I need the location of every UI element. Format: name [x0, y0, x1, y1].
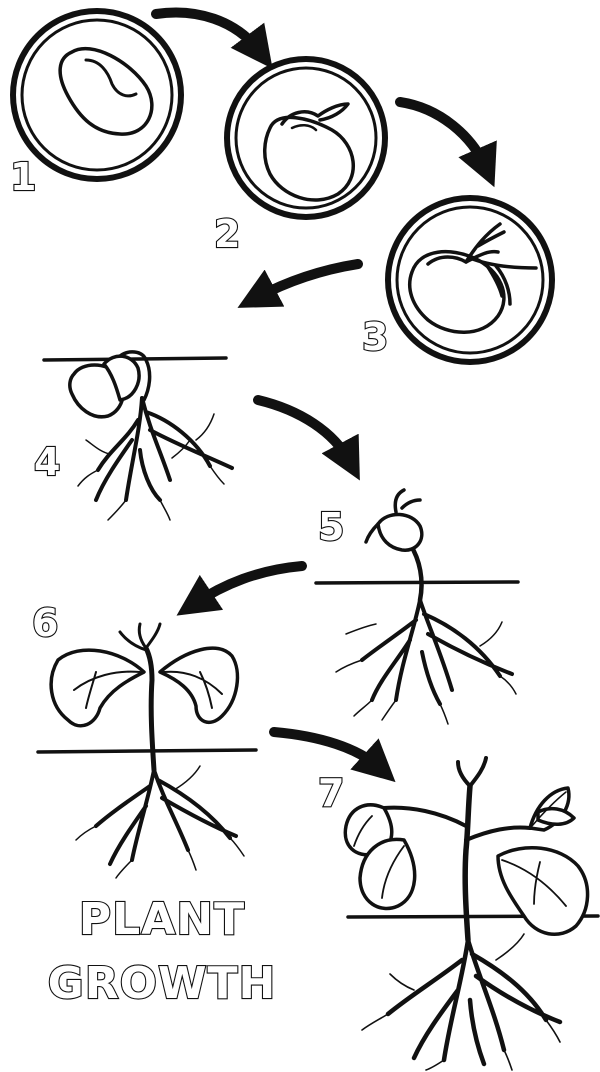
- arrow-1-to-2: [156, 13, 260, 52]
- stage-1-number: 1: [10, 155, 36, 199]
- arrow-5-to-6: [194, 566, 302, 604]
- stage-6-number: 6: [32, 601, 58, 645]
- stage-4: 4: [34, 352, 232, 520]
- sprouting-seed-icon: [70, 352, 150, 417]
- roots-6: [76, 766, 244, 878]
- stage-1: 1: [10, 11, 181, 199]
- stage-3-number: 3: [362, 315, 388, 359]
- arrow-2-to-3: [400, 102, 486, 168]
- roots-5: [336, 600, 516, 724]
- diagram-title: PLANT GROWTH: [48, 894, 277, 1009]
- arrow-4-to-5: [258, 400, 350, 462]
- stage-3: 3: [362, 198, 552, 362]
- title-line-1: PLANT: [79, 894, 245, 945]
- stage-7-number: 7: [318, 771, 344, 815]
- arrow-6-to-7: [274, 732, 380, 768]
- soil-line-5: [316, 582, 518, 583]
- stage-4-number: 4: [34, 440, 60, 484]
- stage-7: 7: [318, 758, 598, 1070]
- young-plant-icon: [345, 758, 587, 940]
- seedling-icon: [51, 624, 237, 770]
- soil-line-4: [44, 358, 226, 360]
- bean-seed-icon: [60, 49, 152, 134]
- roots-7: [362, 934, 560, 1070]
- stage-5-number: 5: [318, 505, 344, 549]
- stage-2-number: 2: [214, 212, 240, 256]
- rooting-seed-icon: [410, 224, 536, 332]
- stage-5: 5: [316, 490, 518, 724]
- title-line-2: GROWTH: [48, 958, 277, 1009]
- germinating-seed-icon: [265, 104, 354, 200]
- stage-6: 6: [32, 601, 256, 878]
- soil-line-6: [38, 750, 256, 752]
- arrow-3-to-4: [256, 264, 358, 298]
- stage-2: 2: [214, 59, 385, 256]
